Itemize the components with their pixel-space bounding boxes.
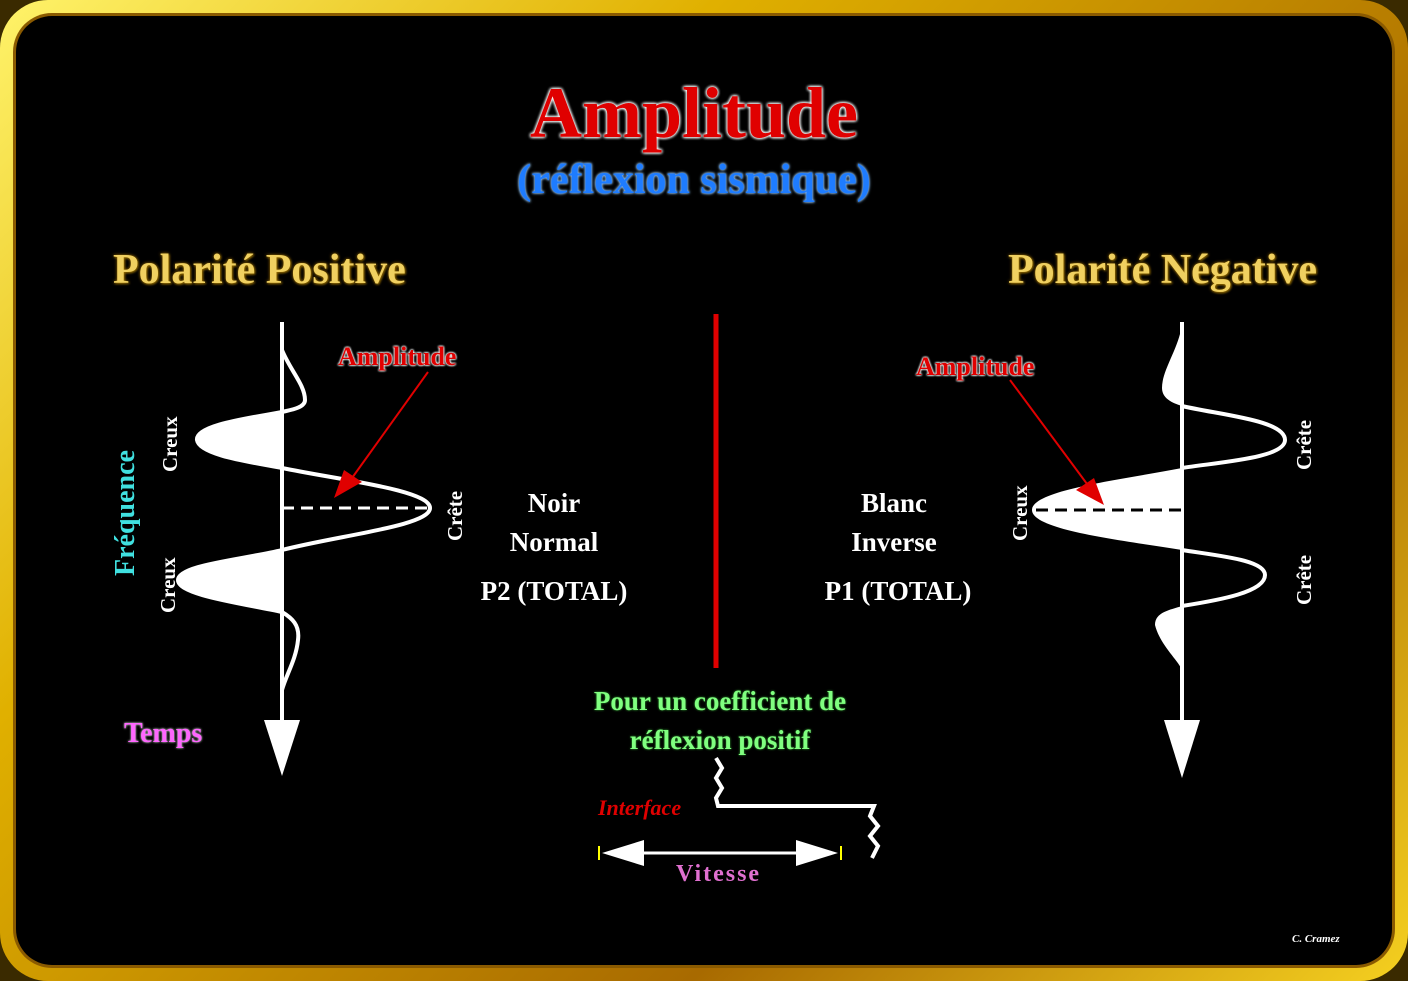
right-crete-bottom: Crête [1292, 554, 1316, 605]
left-phase-label: P2 (TOTAL) [480, 576, 628, 606]
interface-line [713, 756, 881, 859]
right-amplitude-arrowhead [1076, 478, 1104, 505]
right-creux: Creux [1008, 485, 1032, 541]
right-crete-top: Crête [1292, 419, 1316, 470]
diagram-graphics [175, 314, 1288, 866]
right-phase-label: P1 (TOTAL) [824, 576, 972, 606]
frequence-label: Fréquence [110, 450, 141, 576]
temps-label: Temps [124, 718, 203, 749]
left-amplitude-label: Amplitude [338, 342, 457, 371]
left-amplitude-arrowhead [334, 470, 362, 498]
interface-label: Interface [598, 795, 682, 820]
right-amplitude-pointer [1009, 379, 1091, 489]
left-color-label: Noir [527, 488, 581, 518]
left-creux-top: Creux [158, 416, 182, 472]
heading-negative: Polarité Négative [1008, 247, 1318, 293]
right-wave-curve [1181, 404, 1288, 608]
page-subtitle: (réflexion sismique) [517, 157, 871, 203]
right-time-arrowhead [1164, 720, 1200, 778]
canvas [16, 16, 1392, 965]
left-wave-curve [175, 349, 433, 691]
page-title: Amplitude [529, 73, 859, 153]
right-wavelet [1032, 322, 1288, 730]
right-color-label: Blanc [860, 488, 927, 518]
heading-positive: Polarité Positive [113, 247, 406, 293]
left-mode-label: Normal [509, 527, 599, 557]
left-amplitude-pointer [351, 371, 429, 479]
right-amplitude-label: Amplitude [916, 352, 1035, 381]
right-fill-bottom [1155, 606, 1182, 670]
credit: C. Cramez [1292, 933, 1340, 945]
right-fill-middle [1032, 468, 1182, 550]
vitesse-left-arrow [602, 840, 644, 866]
right-fill-top [1162, 325, 1182, 406]
vitesse-label: Vitesse [676, 861, 762, 887]
left-wavelet [175, 322, 433, 730]
right-mode-label: Inverse [851, 527, 937, 557]
coefficient-line2: réflexion positif [629, 725, 811, 755]
vitesse-right-arrow [796, 840, 838, 866]
left-creux-bottom: Creux [156, 557, 180, 613]
coefficient-line1: Pour un coefficient de [593, 686, 847, 716]
left-time-arrowhead [264, 720, 300, 776]
